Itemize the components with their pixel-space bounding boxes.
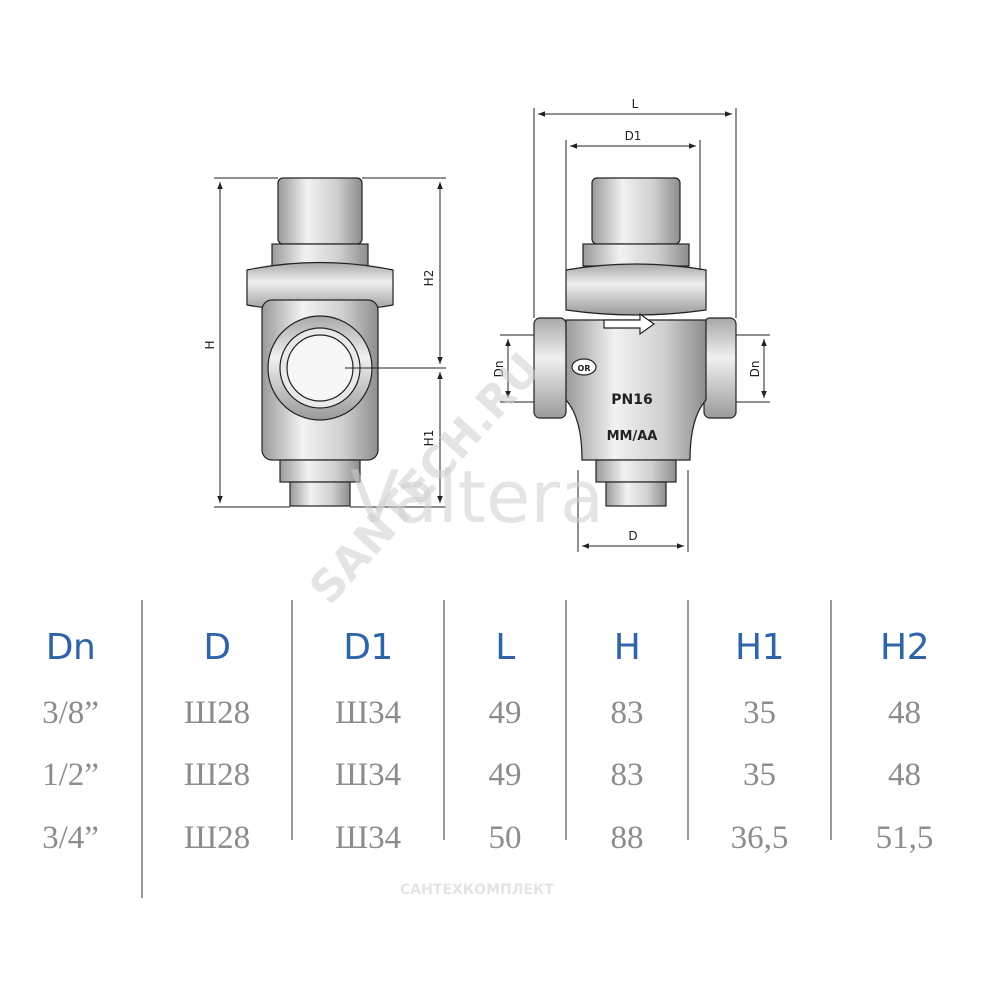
header-h2: H2 xyxy=(880,627,929,668)
side-view xyxy=(246,177,394,507)
column-h: H 83 83 88 xyxy=(567,595,687,885)
dim-label-D1: D1 xyxy=(625,129,642,143)
dim-label-L: L xyxy=(632,97,639,111)
body-pressure-mark: PN16 xyxy=(611,392,652,408)
cell-h2-row2: 48 xyxy=(888,757,921,793)
front-view-dimensions xyxy=(500,108,770,552)
dim-label-H1: H1 xyxy=(422,430,436,447)
cell-d-row3: Ш28 xyxy=(183,820,251,856)
dim-label-H: H xyxy=(203,340,217,349)
side-view-dimensions xyxy=(214,177,446,508)
table-divider xyxy=(291,600,293,840)
column-d: D Ш28 Ш28 Ш28 xyxy=(143,595,291,885)
cell-h-row2: 83 xyxy=(610,757,644,793)
column-dn: Dn 3/8” 1/2” 3/4” xyxy=(0,595,141,885)
dim-label-D: D xyxy=(628,529,637,543)
cell-d-row2: Ш28 xyxy=(183,757,251,793)
header-dn: Dn xyxy=(45,627,96,668)
cell-h2-row3: 51,5 xyxy=(875,820,934,856)
table-divider xyxy=(141,600,143,898)
valve-technical-drawing: H H2 H1 OR PN16 MM/AA xyxy=(203,97,770,552)
spec-table: Dn 3/8” 1/2” 3/4” D Ш28 Ш28 Ш28 D1 Ш34 Ш… xyxy=(0,595,1000,898)
cell-d1-row1: Ш34 xyxy=(334,695,402,731)
cell-dn-row3: 3/4” xyxy=(42,820,99,856)
cell-l-row3: 50 xyxy=(488,820,522,856)
header-h: H xyxy=(613,627,641,668)
cell-l-row1: 49 xyxy=(488,695,522,731)
dim-label-Dn-right: Dn xyxy=(748,361,762,378)
cell-d1-row2: Ш34 xyxy=(334,757,402,793)
header-d: D xyxy=(203,627,231,668)
cell-d-row1: Ш28 xyxy=(183,695,251,731)
column-h2: H2 48 48 51,5 xyxy=(832,595,977,885)
dim-label-H2: H2 xyxy=(422,270,436,287)
cell-dn-row2: 1/2” xyxy=(42,757,99,793)
table-divider xyxy=(565,600,567,840)
header-h1: H1 xyxy=(735,627,784,668)
column-h1: H1 35 35 36,5 xyxy=(689,595,830,885)
header-l: L xyxy=(495,627,515,668)
cell-h-row3: 88 xyxy=(610,820,644,856)
header-d1: D1 xyxy=(343,627,393,668)
cell-h-row1: 83 xyxy=(610,695,644,731)
body-logo-text: OR xyxy=(578,364,591,373)
front-view xyxy=(533,177,737,507)
table-divider xyxy=(443,600,445,840)
cell-h1-row1: 35 xyxy=(743,695,776,731)
table-divider xyxy=(830,600,832,840)
cell-dn-row1: 3/8” xyxy=(42,695,99,731)
cell-l-row2: 49 xyxy=(488,757,522,793)
cell-h2-row1: 48 xyxy=(888,695,921,731)
column-l: L 49 49 50 xyxy=(445,595,565,885)
cell-h1-row2: 35 xyxy=(743,757,776,793)
dim-label-Dn-left: Dn xyxy=(492,361,506,378)
cell-h1-row3: 36,5 xyxy=(730,820,789,856)
column-d1: D1 Ш34 Ш34 Ш34 xyxy=(293,595,443,885)
cell-d1-row3: Ш34 xyxy=(334,820,402,856)
body-code-mark: MM/AA xyxy=(607,429,658,444)
table-divider xyxy=(687,600,689,840)
